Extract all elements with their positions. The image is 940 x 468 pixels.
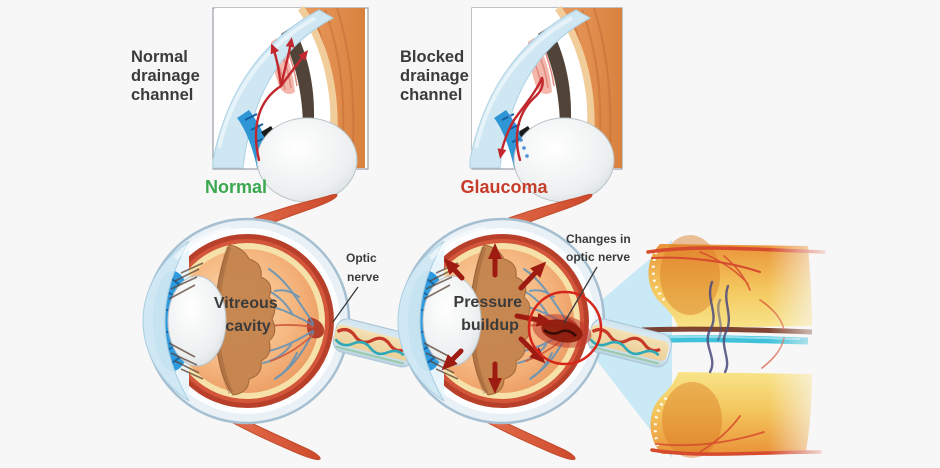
pressure-buildup-label: Pressure buildup (454, 294, 527, 334)
closeup-bottom-shade (662, 382, 722, 458)
damage-highlight-circle (527, 290, 603, 366)
inset-normal-caption: Normal drainage channel (131, 48, 204, 104)
glaucoma-eye-title: Glaucoma (460, 177, 548, 197)
optic-nerve-closeup (641, 228, 848, 468)
inset-blocked-caption: Blocked drainage channel (400, 48, 473, 104)
closeup-fade (768, 228, 848, 468)
optic-nerve-pointer (332, 286, 359, 323)
closeup-deep-veins (706, 280, 731, 374)
normal-eye-title: Normal (205, 177, 267, 197)
fluid-flow-arrows (254, 37, 309, 162)
vitreous-cavity-label: Vitreous cavity (214, 295, 282, 335)
closeup-top-dots (651, 251, 668, 304)
optic-nerve-label: Optic nerve (346, 251, 380, 284)
closeup-top-shade (660, 235, 720, 315)
changes-optic-nerve-label: Changes in optic nerve (566, 232, 634, 264)
inset-normal-drainage (213, 8, 369, 202)
pressure-arrows (441, 243, 553, 394)
blocked-flow-arrow (497, 76, 544, 162)
inset-blocked-drainage (470, 8, 622, 202)
closeup-bottom-dots (653, 394, 670, 447)
changes-pointer (563, 266, 598, 324)
